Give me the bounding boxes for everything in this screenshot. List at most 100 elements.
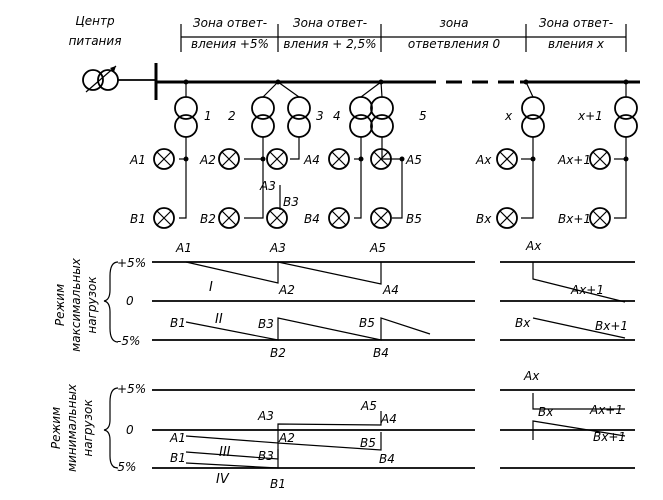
svg-text:1: 1 (204, 109, 212, 123)
lamp-icon (218, 207, 240, 229)
svg-text:A3: A3 (259, 179, 276, 193)
svg-text:x+1: x+1 (577, 109, 603, 123)
svg-text:Ax: Ax (525, 239, 542, 253)
max-load-point-labels: A1 A3 A5 Ax A2 A4 Ax+1 B1 B3 B5 Bx Bx+1 … (170, 239, 628, 360)
min-load-reference-lines (152, 389, 635, 469)
transformer-2-icon: 2 (228, 96, 275, 138)
svg-text:A5: A5 (405, 153, 422, 167)
svg-text:0: 0 (126, 423, 134, 437)
max-load-profile-II (185, 317, 626, 341)
svg-text:B2: B2 (200, 212, 216, 226)
min-load-axis-ticks: +5% 0 -5% (113, 382, 146, 474)
lamp-icon (218, 148, 240, 170)
svg-text:Режим: Режим (53, 284, 67, 326)
lamp-icon (266, 148, 288, 170)
svg-text:x: x (504, 109, 513, 123)
svg-text:B3: B3 (258, 449, 274, 463)
svg-text:-5%: -5% (113, 460, 136, 474)
svg-text:Режим: Режим (49, 407, 63, 449)
svg-text:Bx+1: Bx+1 (593, 430, 626, 444)
svg-text:Ax: Ax (523, 369, 540, 383)
transformer-4-icon: 4 (333, 96, 373, 138)
consumer-labels: A1 A2 A4 A5 Ax Ax+1 B1 B2 B4 B5 Bx Bx+1 … (129, 153, 591, 226)
lamp-icon (370, 148, 392, 170)
max-load-axis-ticks: +5% 0 -5% (117, 256, 146, 348)
min-load-profile-III (185, 393, 626, 460)
svg-text:ответвления 0: ответвления 0 (408, 37, 501, 51)
lamp-icon (496, 148, 518, 170)
feeder-taps (183, 79, 629, 98)
svg-text:B3: B3 (258, 317, 274, 331)
secondary-leads (179, 137, 629, 219)
svg-text:Ax+1: Ax+1 (570, 283, 604, 297)
source-transformer-icon (82, 65, 119, 93)
lamp-icon (153, 207, 175, 229)
svg-text:B5: B5 (360, 436, 376, 450)
svg-text:вления + 2,5%: вления + 2,5% (283, 37, 376, 51)
svg-text:Зона ответ-: Зона ответ- (293, 16, 367, 30)
svg-text:A4: A4 (382, 283, 399, 297)
svg-text:Зона ответ-: Зона ответ- (539, 16, 613, 30)
zone-label-x: Зона ответ- вления x (539, 16, 613, 51)
zone-label-zero: зона ответвления 0 (408, 16, 501, 51)
svg-text:питания: питания (69, 34, 122, 48)
zone-label-plus2-5: Зона ответ- вления + 2,5% (283, 16, 376, 51)
svg-text:нагрузок: нагрузок (85, 276, 99, 334)
svg-text:B1: B1 (170, 316, 186, 330)
svg-text:3: 3 (316, 109, 324, 123)
svg-text:-5%: -5% (117, 334, 140, 348)
svg-text:Ax+1: Ax+1 (557, 153, 591, 167)
svg-text:зона: зона (440, 16, 469, 30)
svg-text:Центр: Центр (75, 14, 115, 28)
min-load-profile-IV (185, 449, 279, 469)
svg-text:B4: B4 (379, 452, 395, 466)
svg-text:II: II (215, 312, 223, 327)
transformer-x1-icon: x+1 (577, 96, 638, 138)
svg-text:A5: A5 (360, 399, 377, 413)
svg-text:IV: IV (216, 472, 230, 487)
transformer-5-icon: 5 (370, 96, 427, 138)
svg-text:B5: B5 (406, 212, 422, 226)
svg-text:A2: A2 (278, 431, 295, 445)
svg-text:Зона ответ-: Зона ответ- (193, 16, 267, 30)
lamp-icon (496, 207, 518, 229)
svg-text:+5%: +5% (117, 256, 146, 270)
consumer-lamps (153, 148, 611, 229)
svg-text:III: III (219, 445, 231, 460)
max-load-bracket (103, 261, 119, 343)
svg-text:B3: B3 (283, 195, 299, 209)
lamp-icon (328, 207, 350, 229)
min-load-side-label: Режим минимальных нагрузок (49, 383, 95, 472)
lamp-icon (153, 148, 175, 170)
svg-text:A3: A3 (269, 241, 286, 255)
zone-label-plus5: Зона ответ- вления +5% (191, 16, 269, 51)
svg-text:максимальных: максимальных (69, 257, 83, 352)
svg-text:A3: A3 (257, 409, 274, 423)
svg-text:Bx+1: Bx+1 (558, 212, 591, 226)
svg-text:Bx: Bx (515, 316, 531, 330)
lamp-icon (589, 207, 611, 229)
lamp-icon (266, 207, 288, 229)
svg-text:B1: B1 (170, 451, 186, 465)
max-load-reference-lines (152, 261, 635, 341)
svg-text:B2: B2 (270, 346, 286, 360)
power-center-label: Центр питания (69, 14, 122, 48)
svg-text:минимальных: минимальных (65, 383, 79, 472)
svg-text:B4: B4 (373, 346, 389, 360)
svg-text:Bx: Bx (476, 212, 492, 226)
svg-text:A4: A4 (380, 412, 397, 426)
svg-text:4: 4 (333, 109, 341, 123)
zone-dimension-lines (180, 24, 627, 52)
svg-text:A1: A1 (129, 153, 146, 167)
svg-text:2: 2 (228, 109, 236, 123)
svg-text:0: 0 (126, 294, 134, 308)
svg-text:B5: B5 (359, 316, 375, 330)
min-load-point-labels: Ax A5 A3 A4 Bx Ax+1 A1 A2 B5 Bx+1 B1 B3 … (169, 369, 626, 491)
svg-text:A1: A1 (169, 431, 186, 445)
svg-text:Bx: Bx (538, 405, 554, 419)
svg-text:B1: B1 (270, 477, 286, 491)
lamp-icon (328, 148, 350, 170)
svg-text:Bx+1: Bx+1 (595, 319, 628, 333)
svg-text:A5: A5 (369, 241, 386, 255)
